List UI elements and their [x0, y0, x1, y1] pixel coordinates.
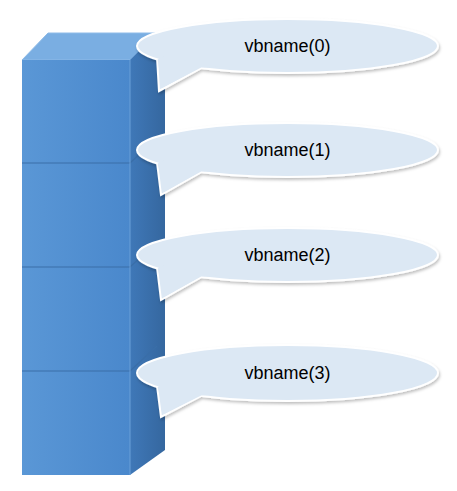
callout-label: vbname(0) — [244, 36, 330, 57]
callout-label: vbname(2) — [244, 245, 330, 266]
callout-bubble: vbname(2) — [135, 226, 440, 284]
callout-bubble: vbname(3) — [135, 343, 440, 403]
callout-label: vbname(3) — [244, 363, 330, 384]
callout-bubble: vbname(1) — [135, 121, 440, 179]
callout-bubble: vbname(0) — [135, 17, 440, 75]
callout-label: vbname(1) — [244, 140, 330, 161]
